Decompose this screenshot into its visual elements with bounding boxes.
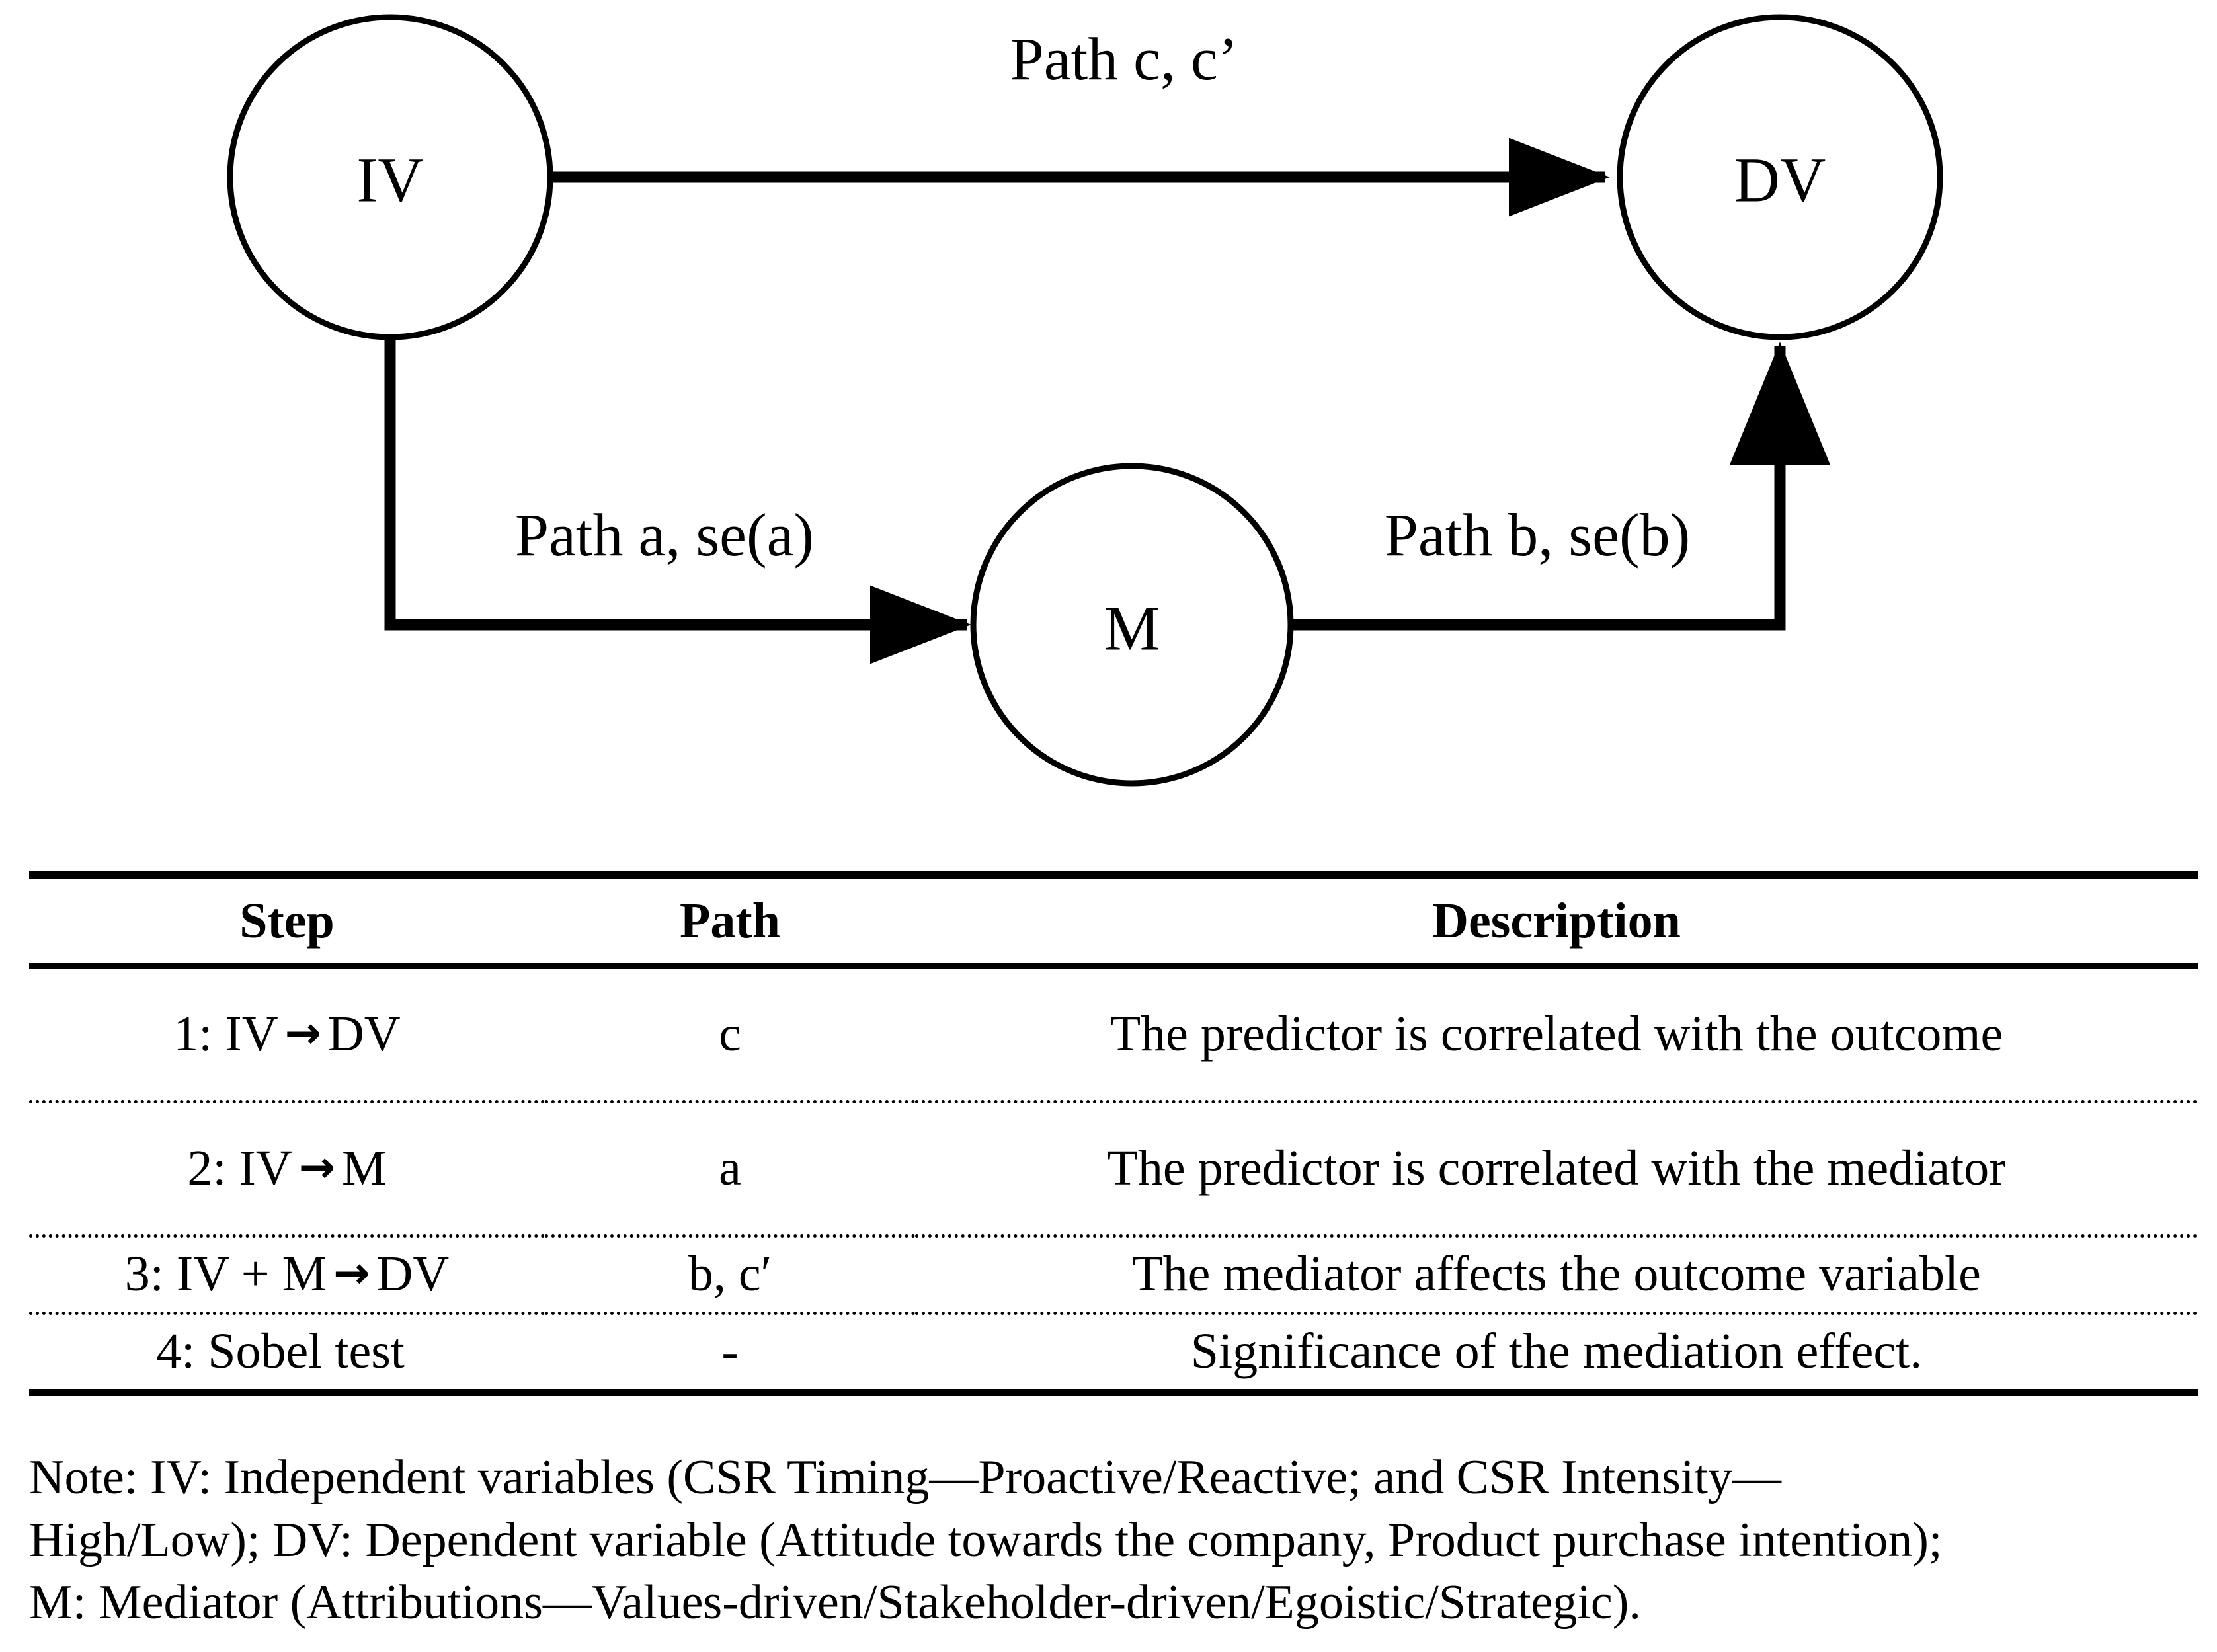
node-m-label: M bbox=[1104, 593, 1160, 664]
table-row: 2: IV→M a The predictor is correlated wi… bbox=[29, 1101, 2198, 1238]
table-note: Note: IV: Independent variables (CSR Tim… bbox=[29, 1446, 2204, 1634]
step-prefix: 3: IV + M bbox=[124, 1246, 327, 1302]
step-suffix: DV bbox=[327, 1006, 401, 1062]
column-header-step: Step bbox=[29, 871, 545, 969]
diagram-canvas: IV DV M Path c, c’ Path a, se(a) Path b,… bbox=[227, 14, 1943, 787]
table-header: Step Path Description bbox=[29, 871, 2198, 969]
cell-step: 3: IV + M→DV bbox=[29, 1236, 545, 1315]
cell-path: b, c′ bbox=[545, 1236, 915, 1315]
right-arrow-icon: → bbox=[284, 1007, 321, 1059]
right-arrow-icon: → bbox=[298, 1142, 336, 1193]
note-line-1: Note: IV: Independent variables (CSR Tim… bbox=[29, 1450, 1781, 1505]
mediation-path-diagram: IV DV M Path c, c’ Path a, se(a) Path b,… bbox=[227, 14, 1943, 787]
cell-path: - bbox=[545, 1313, 915, 1396]
edge-iv-to-m bbox=[384, 337, 971, 664]
column-header-description: Description bbox=[915, 871, 2198, 969]
step-prefix: 2: IV bbox=[187, 1140, 292, 1197]
edge-label-path-a: Path a, se(a) bbox=[515, 501, 814, 569]
cell-step: 4: Sobel test bbox=[29, 1313, 545, 1396]
table-header-row: Step Path Description bbox=[29, 871, 2198, 969]
cell-path: a bbox=[545, 1101, 915, 1238]
edge-m-to-dv bbox=[1291, 342, 1831, 631]
cell-description: The predictor is correlated with the out… bbox=[915, 966, 2198, 1103]
node-iv-circle bbox=[227, 14, 553, 340]
step-prefix: 4: Sobel test bbox=[156, 1323, 405, 1380]
steps-table-container: Step Path Description 1: IV→DV c The pre… bbox=[29, 871, 2198, 1396]
edge-label-path-b: Path b, se(b) bbox=[1385, 501, 1690, 569]
table-row: 1: IV→DV c The predictor is correlated w… bbox=[29, 966, 2198, 1103]
step-suffix: M bbox=[342, 1140, 387, 1197]
cell-path: c bbox=[545, 966, 915, 1103]
table-row: 3: IV + M→DV b, c′ The mediator affects … bbox=[29, 1236, 2198, 1315]
cell-description: The predictor is correlated with the med… bbox=[915, 1101, 2198, 1238]
right-arrow-icon: → bbox=[333, 1247, 370, 1299]
step-suffix: DV bbox=[376, 1246, 450, 1302]
node-dv-circle bbox=[1617, 14, 1943, 340]
cell-description: The mediator affects the outcome variabl… bbox=[915, 1236, 2198, 1315]
column-header-path: Path bbox=[545, 871, 915, 969]
node-iv-label: IV bbox=[356, 145, 423, 216]
node-dv-label: DV bbox=[1734, 145, 1826, 216]
step-prefix: 1: IV bbox=[173, 1006, 278, 1062]
cell-description: Significance of the mediation effect. bbox=[915, 1313, 2198, 1396]
node-m-circle bbox=[970, 463, 1294, 787]
cell-step: 2: IV→M bbox=[29, 1101, 545, 1238]
table-row: 4: Sobel test - Significance of the medi… bbox=[29, 1313, 2198, 1396]
edge-label-path-c: Path c, c’ bbox=[1010, 25, 1238, 93]
note-line-3: M: Mediator (Attributions—Values-driven/… bbox=[29, 1575, 1641, 1630]
table-body: 1: IV→DV c The predictor is correlated w… bbox=[29, 966, 2198, 1396]
note-line-2: High/Low); DV: Dependent variable (Attit… bbox=[29, 1513, 1943, 1567]
mediation-steps-table: Step Path Description 1: IV→DV c The pre… bbox=[29, 871, 2198, 1396]
cell-step: 1: IV→DV bbox=[29, 966, 545, 1103]
